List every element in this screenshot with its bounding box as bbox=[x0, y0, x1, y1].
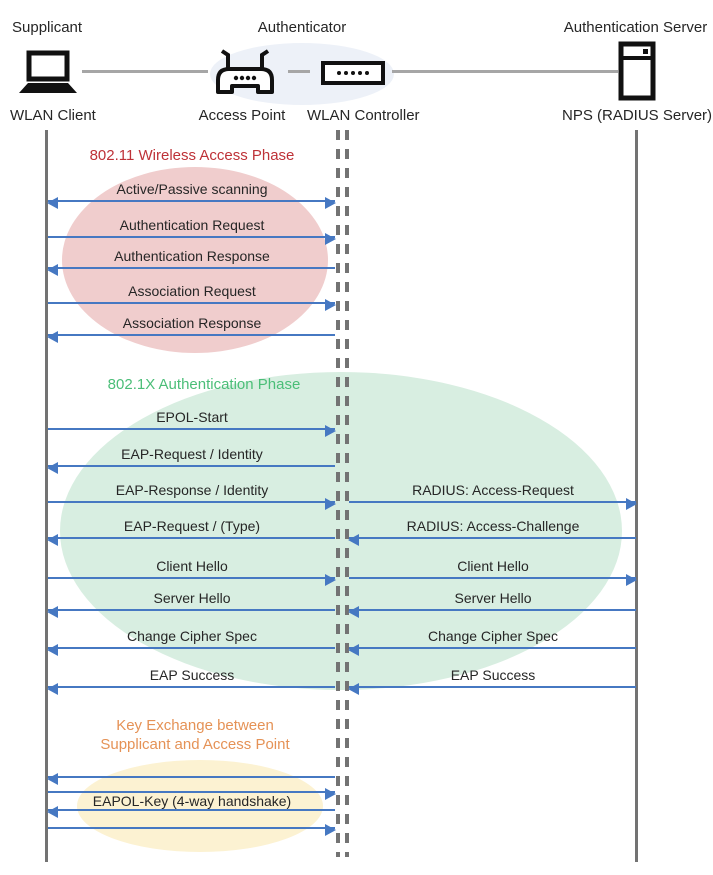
lifeline-wlan-controller bbox=[345, 130, 349, 857]
message-arrow bbox=[47, 683, 335, 695]
role-label-supplicant: Supplicant bbox=[12, 19, 83, 36]
message-arrow bbox=[48, 425, 336, 437]
phase-ellipse-802-1x bbox=[60, 372, 622, 690]
message-arrow bbox=[47, 773, 335, 785]
message-arrow bbox=[349, 498, 637, 510]
message-label: EAP-Request / Identity bbox=[121, 446, 263, 462]
connector-ap-controller bbox=[288, 70, 310, 73]
node-label-wlan-client: WLAN Client bbox=[10, 107, 96, 124]
message-arrow bbox=[48, 574, 336, 586]
phase-ellipse-key-exchange bbox=[77, 760, 323, 852]
message-arrow bbox=[47, 606, 335, 618]
message-label: Change Cipher Spec bbox=[127, 628, 257, 644]
message-arrow bbox=[47, 264, 335, 276]
phase-title-key-exchange-line2: Supplicant and Access Point bbox=[100, 736, 290, 753]
lifeline-wlan-client bbox=[45, 130, 48, 862]
message-arrow bbox=[47, 644, 335, 656]
phase-ellipse-802-11 bbox=[62, 167, 328, 353]
message-arrow bbox=[48, 788, 336, 800]
lifeline-access-point bbox=[336, 130, 340, 857]
message-label: EPOL-Start bbox=[156, 409, 228, 425]
message-label: Authentication Response bbox=[114, 248, 270, 264]
message-arrow bbox=[47, 462, 335, 474]
message-label: EAPOL-Key (4-way handshake) bbox=[92, 793, 292, 809]
message-arrow bbox=[348, 644, 636, 656]
message-label: EAP Success bbox=[149, 667, 235, 683]
phase-title-key-exchange: Key Exchange between Supplicant and Acce… bbox=[60, 716, 330, 754]
laptop-icon bbox=[18, 50, 78, 101]
server-icon bbox=[618, 41, 656, 106]
message-label: EAP Success bbox=[450, 667, 536, 683]
phase-title-802-1x: 802.1X Authentication Phase bbox=[107, 376, 301, 393]
message-arrow bbox=[47, 331, 335, 343]
message-label: RADIUS: Access-Challenge bbox=[406, 518, 580, 534]
message-label: Active/Passive scanning bbox=[116, 181, 268, 197]
message-arrow bbox=[48, 498, 336, 510]
node-label-access-point: Access Point bbox=[198, 107, 286, 124]
message-arrow bbox=[349, 574, 637, 586]
message-label: Association Request bbox=[128, 283, 256, 299]
message-label: EAP-Request / (Type) bbox=[123, 518, 261, 534]
message-label: Server Hello bbox=[454, 590, 532, 606]
message-arrow bbox=[348, 683, 636, 695]
node-label-nps-radius-server: NPS (RADIUS Server) bbox=[562, 107, 713, 124]
connector-client-ap bbox=[82, 70, 208, 73]
message-arrow bbox=[348, 534, 636, 546]
message-label: Server Hello bbox=[153, 590, 231, 606]
message-arrow bbox=[47, 806, 335, 818]
controller-icon bbox=[321, 61, 385, 90]
message-arrow bbox=[48, 299, 336, 311]
message-label: EAP-Response / Identity bbox=[115, 482, 269, 498]
message-label: Authentication Request bbox=[119, 217, 265, 233]
access-point-icon bbox=[213, 48, 277, 101]
message-label: Association Response bbox=[122, 315, 262, 331]
message-label: Client Hello bbox=[156, 558, 228, 574]
message-label: Client Hello bbox=[457, 558, 529, 574]
message-arrow bbox=[348, 606, 636, 618]
role-label-authenticator: Authenticator bbox=[257, 19, 347, 36]
message-label: RADIUS: Access-Request bbox=[412, 482, 574, 498]
lifeline-nps-server bbox=[635, 130, 638, 862]
message-arrow bbox=[47, 534, 335, 546]
message-arrow bbox=[47, 197, 336, 209]
connector-controller-server bbox=[392, 70, 618, 73]
phase-title-802-11: 802.11 Wireless Access Phase bbox=[89, 147, 295, 164]
role-label-authentication-server: Authentication Server bbox=[563, 19, 708, 36]
node-label-wlan-controller: WLAN Controller bbox=[307, 107, 420, 124]
message-arrow bbox=[48, 233, 336, 245]
phase-title-key-exchange-line1: Key Exchange between bbox=[116, 717, 274, 734]
message-label: Change Cipher Spec bbox=[428, 628, 558, 644]
message-arrow bbox=[48, 824, 336, 836]
